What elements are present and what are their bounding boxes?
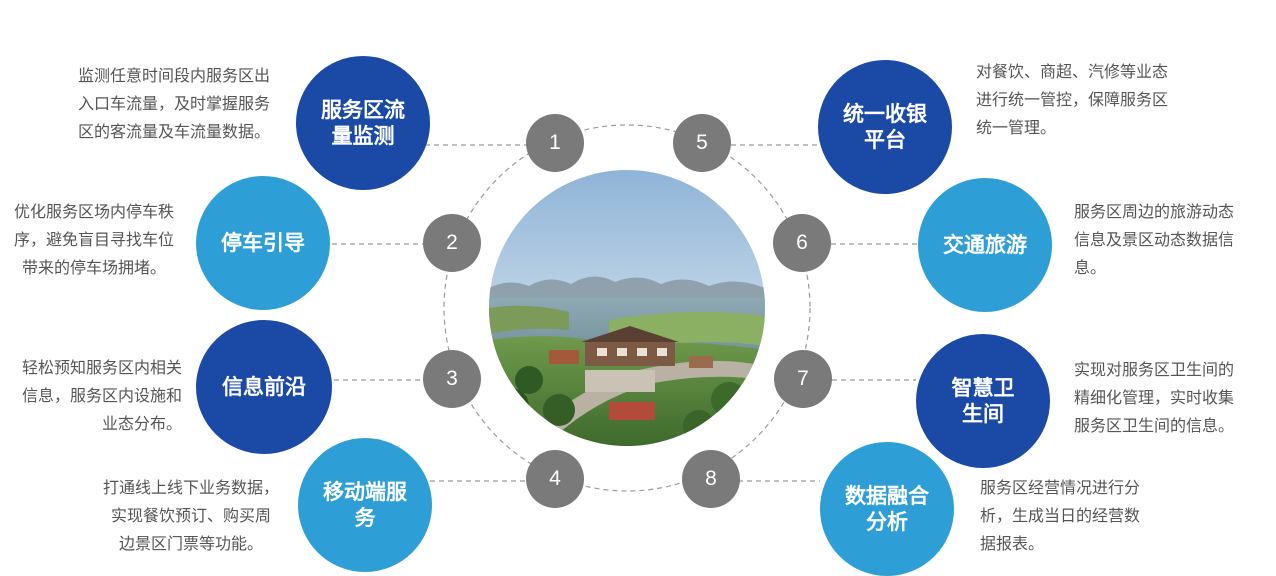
description-line: 轻松预知服务区内相关 bbox=[21, 358, 182, 377]
feature-title-line: 生间 bbox=[962, 402, 1004, 426]
number-badge-2: 2 bbox=[423, 214, 481, 272]
feature-title-line: 服务区流 bbox=[321, 98, 405, 122]
description-line: 入口车流量，及时掌握服务 bbox=[77, 94, 270, 113]
description-line: 服务区卫生间的信息。 bbox=[1074, 416, 1235, 435]
number-badge-3: 3 bbox=[423, 350, 481, 408]
description-line: 监测任意时间段内服务区出 bbox=[77, 66, 270, 85]
description-line: 精细化管理，实时收集 bbox=[1074, 388, 1235, 407]
number-badge-5: 5 bbox=[673, 114, 731, 172]
feature-traffic-tourism: 交通旅游 bbox=[918, 178, 1052, 312]
feature-title-line: 统一收银 bbox=[843, 102, 927, 126]
dashed-ring bbox=[443, 124, 811, 492]
description-line: 析，生成当日的经营数 bbox=[980, 506, 1141, 525]
feature-title-line: 量监测 bbox=[331, 124, 395, 148]
description-line: 信息及景区动态数据信 bbox=[1074, 230, 1235, 249]
description-line: 序，避免盲目寻找车位 bbox=[13, 230, 174, 249]
description-line: 打通线上线下业务数据， bbox=[102, 478, 279, 497]
feature-mobile-service: 移动端服 务 bbox=[298, 438, 432, 572]
feature-title-line: 移动端服 bbox=[323, 480, 407, 504]
description-line: 信息，服务区内设施和 bbox=[21, 386, 182, 405]
description-line: 对餐饮、商超、汽修等业态 bbox=[976, 62, 1169, 81]
number-badge-6: 6 bbox=[773, 214, 831, 272]
number-badge-7: 7 bbox=[774, 350, 832, 408]
description-line: 优化服务区场内停车秩 bbox=[13, 202, 174, 221]
number-badge-4: 4 bbox=[526, 450, 584, 508]
feature-parking-guidance: 停车引导 bbox=[196, 176, 330, 310]
feature-title-line: 信息前沿 bbox=[222, 375, 306, 399]
feature-title-line: 务 bbox=[354, 506, 376, 530]
number-badge-1: 1 bbox=[526, 114, 584, 172]
feature-title-line: 智慧卫 bbox=[951, 376, 1015, 400]
description-line: 服务区周边的旅游动态 bbox=[1074, 202, 1235, 221]
feature-data-fusion: 数据融合 分析 bbox=[820, 442, 954, 576]
description-line: 据报表。 bbox=[980, 534, 1045, 553]
description-mobile-service: 打通线上线下业务数据， 实现餐饮预订、购买周 边景区门票等功能。 bbox=[96, 474, 286, 558]
description-line: 进行统一管控，保障服务区 bbox=[976, 90, 1169, 109]
description-smart-restroom: 实现对服务区卫生间的 精细化管理，实时收集 服务区卫生间的信息。 bbox=[1074, 356, 1264, 440]
feature-title-line: 分析 bbox=[866, 510, 908, 534]
description-parking-guidance: 优化服务区场内停车秩 序，避免盲目寻找车位 带来的停车场拥堵。 bbox=[2, 198, 186, 282]
description-traffic-tourism: 服务区周边的旅游动态 信息及景区动态数据信 息。 bbox=[1074, 198, 1264, 282]
description-info-frontier: 轻松预知服务区内相关 信息，服务区内设施和 业态分布。 bbox=[2, 354, 182, 438]
service-area-aerial-photo bbox=[489, 170, 765, 446]
description-data-fusion: 服务区经营情况进行分 析，生成当日的经营数 据报表。 bbox=[980, 474, 1170, 558]
description-line: 业态分布。 bbox=[101, 414, 182, 433]
feature-title-line: 平台 bbox=[864, 128, 906, 152]
feature-traffic-monitoring: 服务区流 量监测 bbox=[296, 56, 430, 190]
feature-smart-restroom: 智慧卫 生间 bbox=[916, 334, 1050, 468]
description-line: 区的客流量及车流量数据。 bbox=[77, 122, 270, 141]
feature-title-line: 停车引导 bbox=[221, 231, 305, 255]
feature-unified-cashier: 统一收银 平台 bbox=[818, 60, 952, 194]
description-line: 息。 bbox=[1074, 258, 1107, 277]
description-line: 统一管理。 bbox=[976, 118, 1057, 137]
feature-info-frontier: 信息前沿 bbox=[196, 320, 332, 454]
description-line: 实现对服务区卫生间的 bbox=[1074, 360, 1235, 379]
feature-title-line: 数据融合 bbox=[845, 484, 929, 508]
description-line: 实现餐饮预订、购买周 bbox=[110, 506, 271, 525]
description-traffic-monitoring: 监测任意时间段内服务区出 入口车流量，及时掌握服务 区的客流量及车流量数据。 bbox=[64, 62, 284, 146]
number-badge-8: 8 bbox=[682, 450, 740, 508]
description-line: 服务区经营情况进行分 bbox=[980, 478, 1141, 497]
feature-title-line: 交通旅游 bbox=[943, 233, 1027, 257]
description-line: 带来的停车场拥堵。 bbox=[21, 258, 166, 277]
description-line: 边景区门票等功能。 bbox=[118, 534, 263, 553]
description-unified-cashier: 对餐饮、商超、汽修等业态 进行统一管控，保障服务区 统一管理。 bbox=[976, 58, 1206, 142]
